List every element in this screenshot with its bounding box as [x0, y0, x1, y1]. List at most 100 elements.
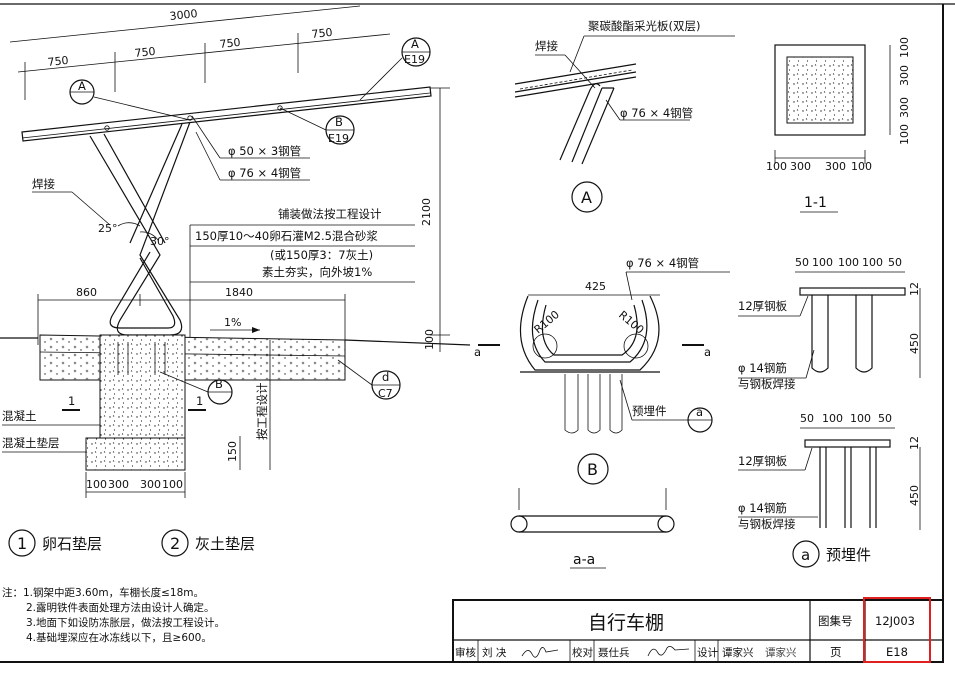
footing-dim-3: 300: [140, 478, 161, 491]
detail-b-embed-callout: a: [696, 405, 703, 419]
detail-b-embed: 预埋件: [632, 404, 667, 418]
variant-1: 1 卵石垫层: [8, 529, 102, 557]
detail-b: φ 76 × 4钢管 425 R100 R100 a a 预埋件 a B: [474, 256, 730, 485]
section-a-a-label: a-a: [573, 552, 595, 568]
paving-title: 铺装做法按工程设计: [278, 207, 382, 221]
embed-dim-12: 12: [908, 282, 921, 296]
embed-dim-450: 450: [908, 333, 921, 354]
embed-dim2-1: 50: [800, 412, 814, 425]
section-mark-right: 1: [196, 394, 203, 408]
detail-b-425: 425: [585, 280, 606, 293]
detail-b-r-left: R100: [532, 308, 562, 336]
title-block-title: 自行车棚: [588, 612, 664, 634]
atlas-value: 12J003: [875, 614, 915, 628]
dim-100: 100: [423, 329, 436, 350]
depth-text: 按工程设计: [255, 382, 269, 440]
embed-bar-1: φ 14钢筋: [738, 361, 787, 375]
embed-weld-1: 与钢板焊接: [738, 377, 796, 391]
paving-line-2: (或150厚3：7灰土): [270, 248, 373, 262]
detail-b-u-pipe: [519, 295, 660, 371]
pipe-small-label: φ 50 × 3钢管: [228, 144, 301, 158]
detail-a-panel: 聚碳酸酯采光板(双层): [588, 19, 700, 33]
note-2: 2.露明铁件表面处理方法由设计人确定。: [26, 601, 215, 614]
callout-d-top: d: [382, 370, 389, 384]
embed-weld-2: 与钢板焊接: [738, 517, 796, 531]
notes: 注：1.钢架中距3.60m，车棚长度≤18m。 2.露明铁件表面处理方法由设计人…: [2, 586, 225, 644]
note-3: 3.地面下如设防冻胀层，做法按工程设计。: [26, 616, 225, 629]
dim-750-2: 750: [134, 45, 156, 60]
detail-a-mark: A: [581, 188, 592, 207]
dim-2100: 2100: [420, 198, 433, 226]
sign-design-signature: 谭家兴: [765, 646, 797, 659]
s11-dim-b2: 300: [790, 160, 811, 173]
callout-b-e19-bottom: E19: [328, 132, 349, 145]
s11-dim-r2: 300: [898, 65, 911, 86]
sign-check-name: 聂仕兵: [598, 646, 630, 659]
s11-dim-r4: 100: [898, 124, 911, 145]
callout-b-e19-top: B: [335, 115, 343, 129]
angle-30: 30°: [150, 235, 170, 248]
variant-2-num: 2: [170, 534, 180, 553]
note-1: 注：1.钢架中距3.60m，车棚长度≤18m。: [2, 586, 204, 599]
embed-dim1-4: 100: [862, 256, 883, 269]
s11-dim-r1: 100: [898, 37, 911, 58]
embed-dim2-3: 100: [850, 412, 871, 425]
detail-embed: 50 100 100 100 50 12 12厚钢板 450 φ 14钢筋 与钢…: [738, 256, 921, 568]
embed-dim1-3: 100: [838, 256, 859, 269]
variant-1-label: 卵石垫层: [42, 535, 102, 553]
paving-line-3: 素土夯实，向外坡1%: [262, 265, 372, 279]
page-label: 页: [830, 645, 842, 659]
embed-dim2-2: 100: [822, 412, 843, 425]
footing-dim-1: 100: [86, 478, 107, 491]
page-value: E18: [886, 645, 908, 659]
s11-dim-b1: 100: [766, 160, 787, 173]
detail-b-cut-right: a: [704, 345, 711, 359]
sign-design-name: 谭家兴: [722, 646, 754, 659]
concrete-label: 混凝土: [2, 409, 37, 423]
callout-d-bottom: C7: [378, 387, 393, 400]
embed-dim2-4: 50: [878, 412, 892, 425]
detail-b-pipe: φ 76 × 4钢管: [626, 256, 699, 270]
embed-dim1-5: 50: [888, 256, 902, 269]
weld-label: 焊接: [32, 177, 55, 191]
sign-design: 设计: [697, 646, 718, 659]
embed-dim1-2: 100: [812, 256, 833, 269]
callout-a-e19-top: A: [411, 37, 419, 51]
footing-dim-4: 100: [162, 478, 183, 491]
s11-label: 1-1: [804, 195, 827, 211]
pipe-large-label: φ 76 × 4钢管: [228, 166, 301, 180]
dim-750-4: 750: [311, 26, 333, 41]
detail-b-r-right: R100: [616, 308, 646, 336]
note-4: 4.基础埋深应在冰冻线以下，且≥600。: [26, 631, 212, 644]
angle-25: 25°: [98, 222, 118, 235]
title-block: 自行车棚 图集号 页 12J003 E18 审核 刘 决 校对 聂仕兵 设计 谭…: [452, 597, 944, 663]
detail-b-mark: B: [587, 460, 598, 479]
embed-dim-450b: 450: [908, 485, 921, 506]
slope-label: 1%: [224, 316, 241, 329]
dim-750-3: 750: [219, 36, 241, 51]
detail-a: 聚碳酸酯采光板(双层) 焊接 φ 76 × 4钢管 A: [514, 19, 735, 213]
s11-dim-b4: 100: [851, 160, 872, 173]
callout-a-e19-bottom: E19: [404, 53, 425, 66]
paving-slab: [39, 334, 346, 381]
detail-b-cut-left: a: [474, 345, 481, 359]
section-mark-left: 1: [68, 394, 75, 408]
detail-a-weld: 焊接: [535, 39, 558, 53]
dim-150: 150: [226, 441, 239, 462]
embed-dim1-1: 50: [795, 256, 809, 269]
sign-check: 校对: [572, 646, 593, 659]
footing-dim-2: 300: [108, 478, 129, 491]
s11-dim-r3: 300: [898, 97, 911, 118]
section-a-a: a-a: [510, 488, 675, 569]
embed-dim-12b: 12: [908, 436, 921, 450]
embed-plate-1: 12厚钢板: [738, 299, 788, 313]
callout-b-top: B: [215, 377, 223, 391]
concrete-column: [99, 334, 186, 439]
dim-750-1: 750: [47, 54, 69, 69]
dim-3000: 3000: [169, 7, 198, 23]
concrete-footing: [85, 437, 186, 471]
embed-plate-2: 12厚钢板: [738, 454, 788, 468]
sign-audit: 审核: [455, 646, 476, 659]
embed-bar-2: φ 14钢筋: [738, 501, 787, 515]
